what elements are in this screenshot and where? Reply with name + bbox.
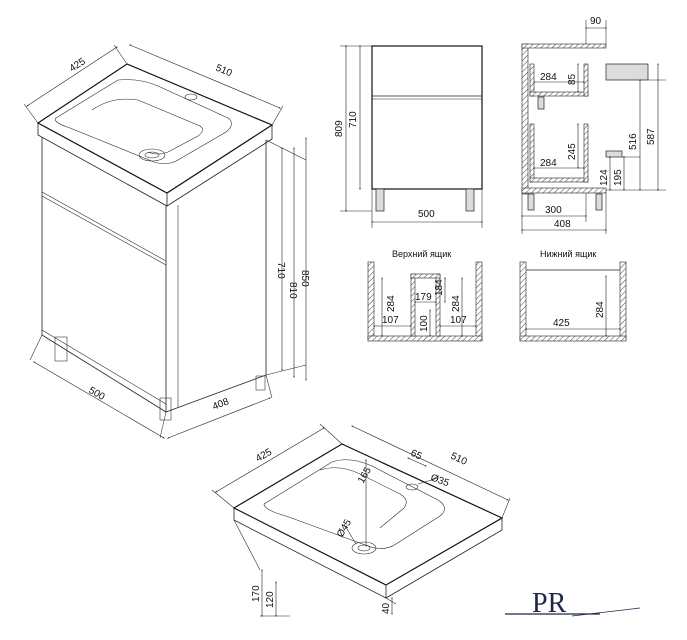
upper-dim-284r: 284	[451, 295, 462, 312]
upper-dim-107r: 107	[450, 315, 467, 326]
iso-dim-425-line	[25, 46, 119, 107]
basin-dim-170: 170	[251, 585, 262, 602]
iso-leg-left	[54, 336, 68, 362]
iso-bowl-inner	[91, 98, 203, 155]
side-dim-124: 124	[599, 169, 610, 186]
iso-basin-top	[36, 63, 274, 194]
side-dim-245: 245	[567, 143, 578, 160]
iso-cabinet-front	[41, 137, 167, 413]
basin-drain-inner	[357, 544, 371, 552]
upper-drawer-section: Верхний ящик 284 179 184 284 107 100 107	[367, 249, 483, 342]
iso-dim-710: 710	[275, 262, 286, 279]
upper-dim-184: 184	[434, 279, 445, 296]
basin-bowl	[263, 459, 445, 549]
brand-logo-swoosh	[571, 607, 641, 617]
upper-dim-107l: 107	[382, 315, 399, 326]
basin-dim-65: 65	[409, 448, 424, 463]
iso-dim-500: 500	[87, 385, 107, 403]
lower-drawer-section: Нижний ящик 284 425	[519, 249, 627, 342]
iso-leg-back	[255, 375, 266, 391]
side-leg	[527, 193, 535, 211]
basin-dim-425-line	[214, 427, 326, 493]
front-dim-500: 500	[418, 209, 435, 220]
iso-dim-850: 850	[299, 270, 310, 287]
side-dim-284b: 284	[540, 158, 557, 169]
front-view: 809 710 500	[334, 44, 484, 228]
side-back-wall	[521, 43, 529, 195]
iso-dim-810: 810	[287, 282, 298, 299]
upper-drawer-title: Верхний ящик	[392, 249, 451, 259]
upper-dim-284l: 284	[386, 295, 397, 312]
side-dim-284a: 284	[540, 72, 557, 83]
side-dim-90: 90	[590, 16, 602, 27]
lower-dim-425: 425	[553, 318, 570, 329]
side-pipe-upper	[605, 63, 649, 81]
basin-dim-40: 40	[381, 602, 392, 614]
iso-cabinet-side	[165, 140, 267, 413]
upper-dim-100: 100	[419, 315, 430, 332]
side-dim-195: 195	[613, 169, 624, 186]
side-dim-587: 587	[646, 128, 657, 145]
side-section: 90 284 85 284 245 516 587 124 195 300 40…	[520, 16, 666, 234]
iso-dim-510-line	[128, 44, 282, 109]
iso-bowl	[55, 79, 232, 164]
front-body	[371, 45, 483, 190]
basin-dim-120: 120	[265, 591, 276, 608]
basin-dim-510-line	[350, 425, 510, 501]
front-dim-710: 710	[348, 111, 359, 128]
basin-iso: 425 510 165 65 Ø35 Ø45 170 120 40	[211, 423, 511, 618]
side-dim-408: 408	[554, 219, 571, 230]
lower-drawer-title: Нижний ящик	[540, 249, 596, 259]
side-pipe-lower	[605, 150, 623, 158]
upper-dim-179: 179	[415, 292, 432, 303]
basin-dim-425: 425	[254, 447, 274, 465]
front-dim-809: 809	[334, 120, 345, 137]
lower-dim-284: 284	[595, 301, 606, 318]
iso-dim-408-line	[166, 397, 272, 439]
brand-logo: PR	[505, 588, 641, 619]
iso-drawer-split	[41, 191, 167, 262]
side-dim-300: 300	[545, 205, 562, 216]
basin-tap-hole	[405, 483, 419, 491]
iso-dim-408: 408	[211, 396, 231, 413]
iso-dim-500-line	[32, 361, 166, 439]
iso-dim-425: 425	[68, 56, 88, 75]
basin-drain	[351, 541, 377, 555]
iso-drawer-split-2	[41, 195, 167, 266]
side-handle	[537, 96, 545, 110]
side-dim-85: 85	[567, 73, 578, 85]
basin-dim-35: Ø35	[429, 472, 451, 489]
iso-cabinet: 425 510 710 810 850 500 408	[23, 44, 310, 439]
front-leg-left	[375, 188, 385, 212]
basin-dim-65-line	[406, 457, 428, 467]
iso-drain-inner	[144, 151, 160, 159]
side-dim-516: 516	[628, 133, 639, 150]
front-leg-right	[465, 188, 475, 212]
basin-dim-165: 165	[356, 465, 374, 485]
basin-edge	[233, 508, 503, 599]
iso-dim-510: 510	[214, 63, 234, 80]
iso-basin-edge	[37, 123, 273, 207]
basin-dim-510: 510	[449, 451, 469, 468]
iso-tap-hole	[184, 93, 198, 101]
iso-drain	[138, 148, 166, 162]
